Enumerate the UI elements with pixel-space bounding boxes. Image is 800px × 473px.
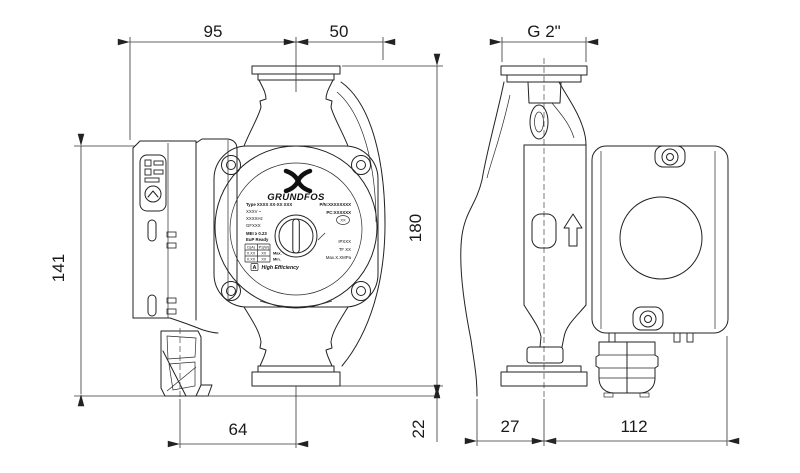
top-screw-boss: [654, 145, 686, 168]
dim-label-g2: G 2": [527, 22, 560, 41]
terminal-box-cover-circle: [619, 196, 703, 280]
button-slot-upper: [147, 219, 157, 242]
display-panel: [139, 154, 167, 212]
np-gf: GFXXX: [246, 223, 261, 228]
bottom-screw-boss: [632, 306, 664, 331]
hinge-ticks: [166, 231, 177, 315]
tbl-r2c1: X.XX: [247, 258, 256, 262]
tbl-r1c1: X.XX: [247, 252, 256, 256]
pump-face: [214, 145, 378, 309]
neck-upper-right: [325, 79, 349, 147]
volute-right-inner: [336, 91, 377, 223]
efficiency-text: High Efficiency: [262, 265, 300, 271]
dim-label-64: 64: [229, 420, 248, 439]
label-tick: [317, 232, 326, 241]
np-mei: MEI ≥ 0.23: [246, 231, 267, 236]
dimensioning: 95 50 G 2" 141 180 22 64 27 112: [49, 22, 740, 448]
dim-label-112: 112: [620, 417, 647, 436]
bottom-flange: [251, 365, 341, 387]
side-bottom-flange: [500, 365, 588, 387]
neck-upper-left: [243, 79, 267, 147]
np-ip: IPXXX: [338, 239, 351, 244]
side-plug-cover: [531, 213, 557, 249]
volute-right-inner2: [551, 102, 575, 139]
mounting-clamp: [160, 328, 213, 399]
tbl-h1: I1(A): [247, 246, 255, 250]
grundfos-logo-icon: [283, 168, 313, 194]
nameplate-disc: [229, 162, 363, 296]
volute-left-inner: [486, 94, 511, 179]
neck-lower-left: [243, 306, 267, 367]
face-bottom-arc: [259, 300, 333, 308]
neck-window: [529, 104, 549, 140]
union-nut-bottom: [526, 346, 564, 364]
box-bottom-tabs: [608, 332, 694, 343]
nameplate: Type XXXX XX-XX XXX XXXV ~ XXXXHz GFXXX …: [244, 202, 352, 271]
button-slot-lower: [147, 294, 157, 317]
speed-knob: [274, 214, 318, 258]
brand-text: GRUNDFOS: [267, 192, 325, 203]
tbl-h2: P1(W): [259, 246, 269, 250]
volute-left-silhouette: [460, 81, 505, 397]
cable-plug: [595, 341, 659, 398]
np-pn: P/N:XXXXXXXX: [319, 202, 351, 207]
volute-right-edge: [340, 81, 386, 367]
side-view: [460, 58, 729, 398]
ratings-table: I1(A) P1(W) X.XX XX X.XX XX Max. Min.: [244, 243, 282, 263]
np-tf: TF XX: [339, 247, 351, 252]
dim-label-27: 27: [501, 417, 520, 436]
volute-right-silhouette: [558, 81, 587, 146]
dim-label-95: 95: [204, 22, 223, 41]
plate-screws: [221, 155, 371, 301]
svg-text:A: A: [253, 265, 257, 271]
np-pc: PC:XXXXXX: [326, 210, 351, 215]
tbl-r2c2: XX: [261, 258, 266, 262]
np-eup: EuP Ready: [246, 237, 269, 242]
svg-text:XX: XX: [340, 218, 346, 223]
front-view: GRUNDFOS Type XXXX XX-XX XXX XXXV ~ XXXX…: [132, 65, 386, 399]
np-type: Type XXXX XX-XX XXX: [246, 202, 292, 207]
dim-label-141: 141: [49, 254, 68, 282]
dim-label-50: 50: [330, 22, 349, 41]
tbl-r2c3: Min.: [273, 257, 281, 262]
display-segments: [144, 159, 164, 183]
dim-label-180: 180: [406, 214, 425, 242]
np-hz: XXXXHz: [246, 216, 263, 221]
control-box: [132, 138, 238, 334]
pump-housing-side: [523, 144, 587, 348]
dim-label-22: 22: [409, 420, 428, 439]
flow-arrow-icon: [563, 213, 583, 247]
efficiency-badge: A High Efficiency: [250, 263, 300, 271]
np-maxp: Max.X.XMPa: [326, 255, 352, 260]
np-volt: XXXV ~: [246, 209, 262, 214]
union-nut-top: [527, 81, 562, 104]
tbl-r1c2: XX: [261, 252, 266, 256]
terminal-box: [591, 145, 729, 343]
tbl-r1c3: Max.: [273, 251, 282, 256]
grundfos-eye-icon: [144, 185, 162, 203]
approval-badge: XX: [336, 215, 350, 225]
neck-lower-right: [325, 306, 349, 367]
